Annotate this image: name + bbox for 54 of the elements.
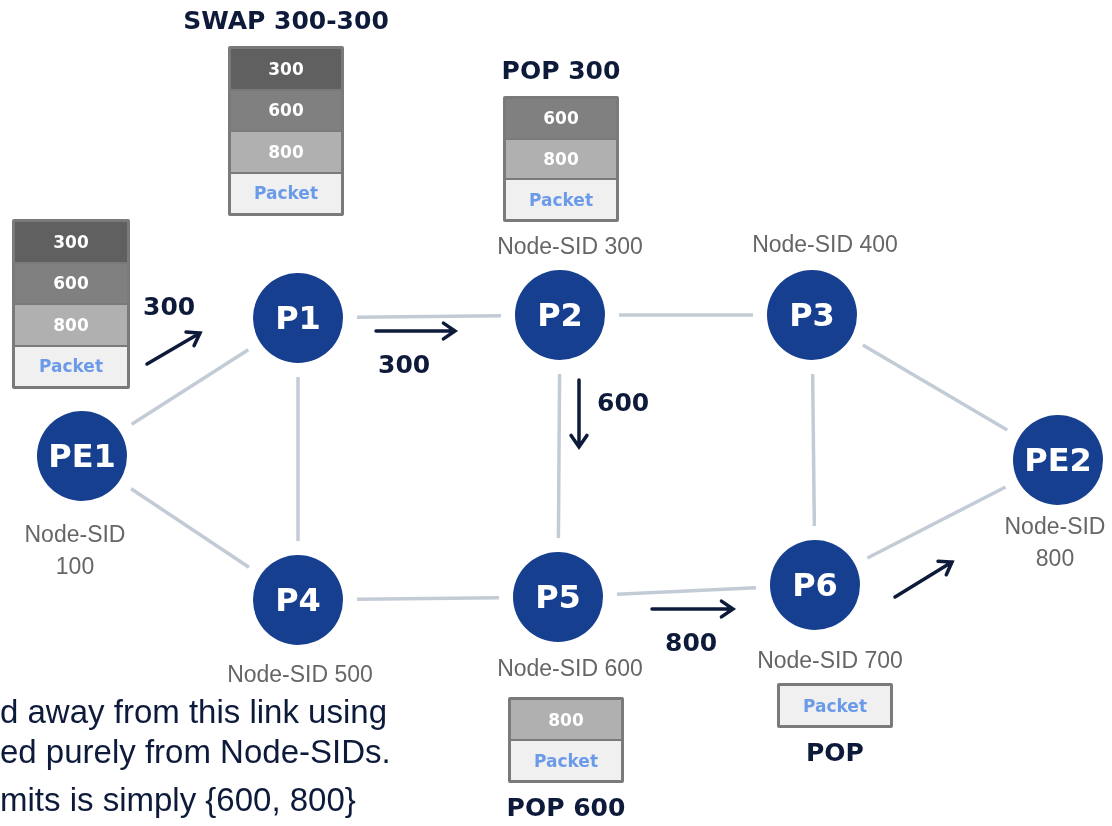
- label-cell: 800: [511, 700, 621, 739]
- router-node: P4: [253, 555, 343, 645]
- label-cell: 300: [231, 49, 341, 89]
- operation-label: POP 600: [505, 793, 627, 822]
- link-line: [619, 313, 753, 317]
- link-line: [810, 374, 817, 526]
- node-sid-label: Node-SID 500: [226, 660, 374, 689]
- label-cell: 600: [506, 99, 616, 138]
- label-stack: [503, 96, 619, 222]
- node-sid-label: Node-SID 600: [496, 654, 644, 683]
- link-line: [130, 487, 250, 569]
- operation-label: POP: [805, 738, 865, 767]
- segment-label: 800: [665, 628, 718, 657]
- link-line: [130, 348, 250, 426]
- router-node: P3: [767, 270, 857, 360]
- label-stack: [12, 219, 130, 389]
- label-stack: [228, 46, 344, 216]
- link-line: [556, 374, 562, 538]
- node-sid-label: Node-SID 400: [751, 230, 899, 259]
- text-paragraph: d away from this link using ed purely from Node-SIDs.: [0, 692, 392, 772]
- router-node: P6: [770, 540, 860, 630]
- packet-cell: Packet: [780, 686, 890, 725]
- label-stack: [508, 697, 624, 783]
- link-line: [357, 595, 499, 602]
- operation-label: POP 300: [500, 56, 622, 85]
- label-cell: 800: [231, 132, 341, 172]
- label-cell: 600: [15, 263, 127, 303]
- operation-label: SWAP 300-300: [182, 6, 390, 35]
- link-line: [296, 377, 300, 541]
- label-cell: 800: [506, 139, 616, 179]
- router-node: P5: [513, 552, 603, 642]
- segment-label: 300: [143, 292, 196, 321]
- segment-label: 300: [378, 350, 431, 379]
- segment-label: 600: [597, 388, 650, 417]
- packet-cell: Packet: [15, 346, 127, 386]
- text-paragraph: mits is simply {600, 800}: [0, 780, 357, 820]
- packet-cell: Packet: [231, 173, 341, 213]
- packet-cell: Packet: [506, 180, 616, 219]
- router-node: PE2: [1013, 415, 1103, 505]
- node-sid-label: Node-SID 100: [23, 520, 127, 581]
- router-node: P1: [253, 273, 343, 363]
- link-line: [866, 485, 1007, 560]
- link-line: [861, 343, 1009, 432]
- router-node: PE1: [37, 411, 127, 501]
- link-line: [616, 586, 757, 596]
- label-cell: 600: [231, 90, 341, 130]
- label-cell: 800: [15, 305, 127, 345]
- packet-cell: Packet: [511, 741, 621, 780]
- node-sid-label: Node-SID 700: [756, 646, 904, 675]
- node-sid-label: Node-SID 300: [496, 232, 644, 261]
- label-cell: 300: [15, 222, 127, 262]
- router-node: P2: [515, 270, 605, 360]
- node-sid-label: Node-SID 800: [1003, 512, 1107, 573]
- link-line: [357, 313, 501, 320]
